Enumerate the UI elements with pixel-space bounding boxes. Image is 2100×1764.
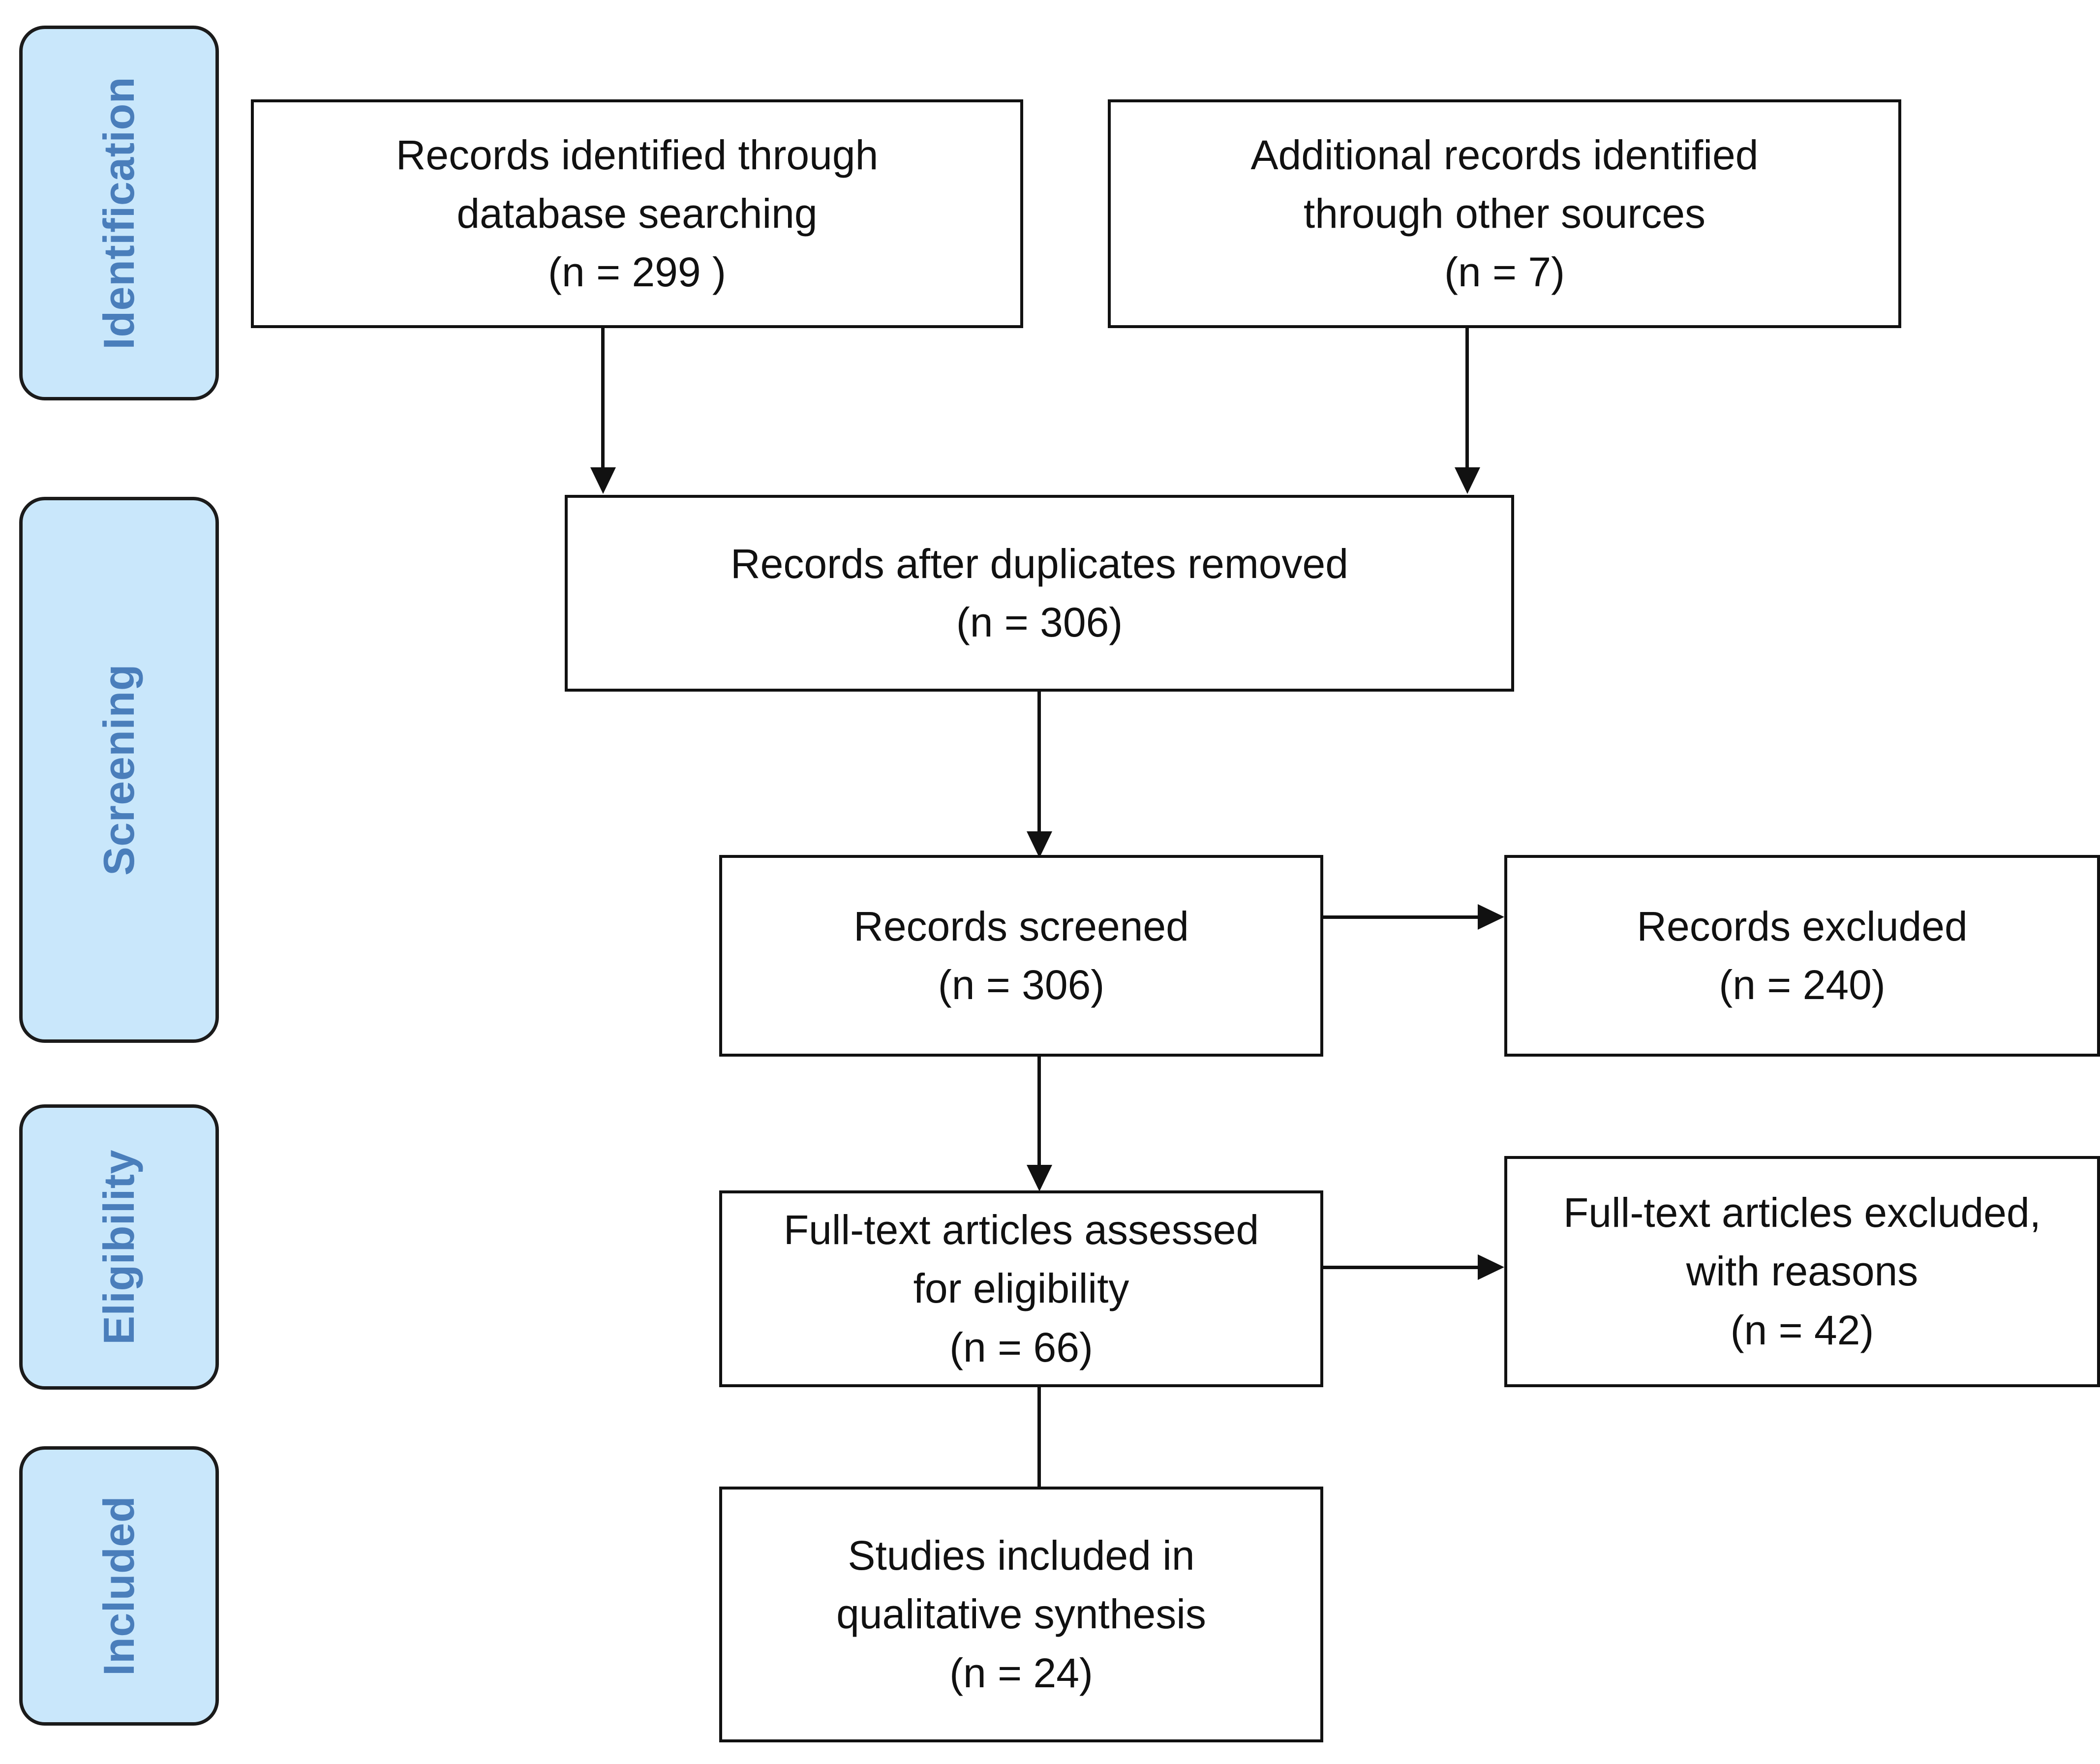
stage-label-included-text: Included (94, 1496, 143, 1676)
connector-screened-to-fulltext-arrow (1027, 1165, 1052, 1191)
box-records-excluded: Records excluded (n = 240) (1504, 855, 2100, 1057)
box-studies-included-qualitative-synthesis-text: Studies included in qualitative synthesi… (836, 1532, 1206, 1696)
box-fulltext-excluded-reasons: Full-text articles excluded, with reason… (1504, 1156, 2100, 1387)
stage-label-screening: Screening (19, 497, 219, 1043)
stage-label-screening-text: Screening (94, 664, 143, 876)
connector-fulltext-to-included-line (1037, 1387, 1041, 1515)
box-fulltext-assessed-eligibility-text: Full-text articles assessed for eligibil… (783, 1207, 1259, 1370)
box-records-after-duplicates-removed: Records after duplicates removed (n = 30… (565, 495, 1514, 692)
box-records-identified-database: Records identified through database sear… (251, 99, 1023, 328)
connector-screened-to-excluded-line (1323, 915, 1481, 919)
box-records-excluded-text: Records excluded (n = 240) (1637, 903, 1968, 1008)
connector-database-to-duplicates-arrow (590, 467, 616, 494)
box-studies-included-qualitative-synthesis: Studies included in qualitative synthesi… (719, 1487, 1323, 1742)
box-additional-records-other-sources-text: Additional records identified through ot… (1250, 131, 1759, 296)
connector-other-to-duplicates-arrow (1455, 467, 1480, 494)
stage-label-eligibility-text: Eligibility (94, 1149, 143, 1345)
connector-fulltext-to-excluded-line (1323, 1266, 1481, 1269)
box-fulltext-excluded-reasons-text: Full-text articles excluded, with reason… (1563, 1189, 2041, 1353)
stage-label-eligibility: Eligibility (19, 1104, 219, 1390)
connector-duplicates-to-screened-line (1037, 692, 1041, 834)
box-records-screened-text: Records screened (n = 306) (853, 903, 1189, 1008)
box-records-identified-database-text: Records identified through database sear… (396, 131, 879, 296)
stage-label-identification: Identification (19, 26, 219, 400)
box-records-screened: Records screened (n = 306) (719, 855, 1323, 1057)
connector-screened-to-excluded-arrow (1478, 904, 1504, 930)
stage-label-included: Included (19, 1446, 219, 1726)
box-additional-records-other-sources: Additional records identified through ot… (1108, 99, 1901, 328)
box-records-after-duplicates-removed-text: Records after duplicates removed (n = 30… (730, 540, 1348, 645)
stage-label-identification-text: Identification (94, 76, 143, 350)
connector-duplicates-to-screened-arrow (1027, 831, 1052, 858)
box-fulltext-assessed-eligibility: Full-text articles assessed for eligibil… (719, 1190, 1323, 1387)
connector-screened-to-fulltext-line (1037, 1057, 1041, 1168)
connector-database-to-duplicates-line (601, 328, 605, 471)
connector-fulltext-to-excluded-arrow (1478, 1254, 1504, 1280)
connector-other-to-duplicates-line (1465, 328, 1469, 471)
